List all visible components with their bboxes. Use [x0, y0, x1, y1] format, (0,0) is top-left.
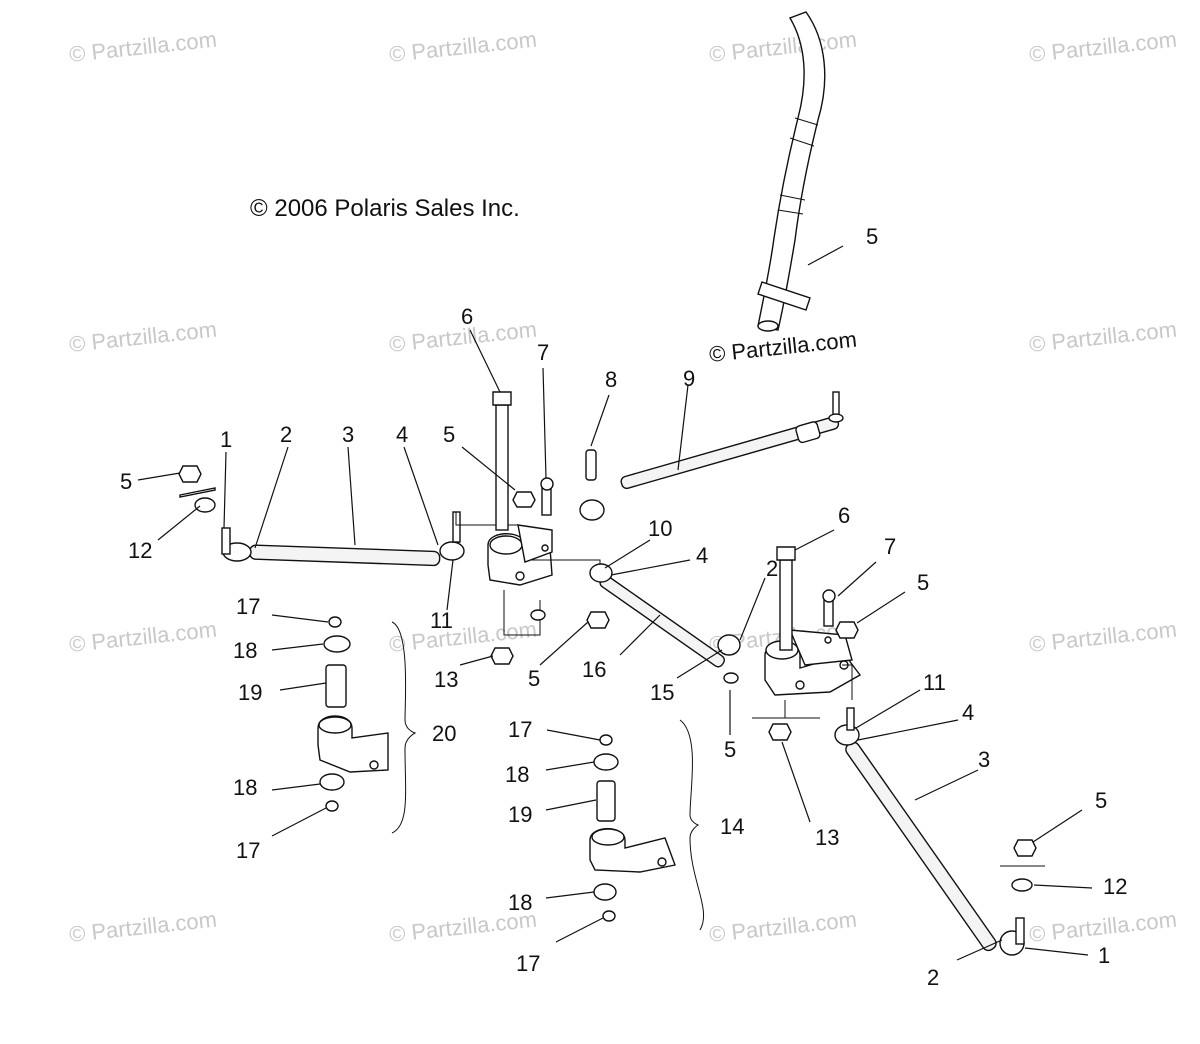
watermark-dark: © Partzilla.com [708, 327, 858, 367]
callout-17: 17 [236, 838, 260, 863]
callout-4: 4 [962, 700, 974, 725]
watermark: © Partzilla.com [1028, 317, 1178, 357]
watermark: © Partzilla.com [388, 27, 538, 67]
callout-2: 2 [766, 556, 778, 581]
callout-13: 13 [815, 825, 839, 850]
callout-11: 11 [430, 608, 453, 633]
callout-6: 6 [461, 304, 473, 329]
watermark: © Partzilla.com [68, 317, 218, 357]
callout-10: 10 [648, 516, 672, 541]
callout-7: 7 [884, 534, 896, 559]
callout-19: 19 [238, 680, 262, 705]
callout-17: 17 [236, 594, 260, 619]
watermark: © Partzilla.com [1028, 617, 1178, 657]
watermark: © Partzilla.com [68, 907, 218, 947]
callout-1: 1 [1098, 943, 1110, 968]
callout-19: 19 [508, 802, 532, 827]
callout-18: 18 [508, 890, 532, 915]
callout-4: 4 [396, 422, 408, 447]
callout-18: 18 [505, 762, 529, 787]
callout-12: 12 [1103, 874, 1127, 899]
callout-5: 5 [120, 469, 132, 494]
center-rod [589, 563, 741, 684]
callout-16: 16 [582, 657, 606, 682]
watermark: © Partzilla.com [68, 617, 218, 657]
watermark: © Partzilla.com [1028, 27, 1178, 67]
watermark: © Partzilla.com [708, 907, 858, 947]
right-tie-rod [834, 707, 1045, 956]
left-tie-rod [221, 511, 520, 567]
callout-5: 5 [724, 737, 736, 762]
callout-8: 8 [605, 367, 617, 392]
callout-12: 12 [128, 538, 152, 563]
callout-18: 18 [233, 638, 257, 663]
callout-15: 15 [650, 680, 674, 705]
right-idler-bracket [752, 546, 862, 741]
callout-3: 3 [978, 747, 990, 772]
watermark: © Partzilla.com [68, 27, 218, 67]
callout-6: 6 [838, 503, 850, 528]
pivot-assembly-center [589, 719, 705, 931]
drag-link [579, 391, 844, 521]
callout-5: 5 [917, 570, 929, 595]
callout-3: 3 [342, 422, 354, 447]
watermark: © Partzilla.com [1028, 907, 1178, 947]
watermark: © Partzilla.com [708, 27, 858, 67]
callout-11: 11 [923, 670, 946, 695]
copyright-text: © 2006 Polaris Sales Inc. [250, 195, 520, 222]
callout-7: 7 [537, 340, 549, 365]
callout-2: 2 [280, 422, 292, 447]
callout-17: 17 [508, 717, 532, 742]
callout-9: 9 [683, 366, 695, 391]
left-idler-bracket [487, 391, 610, 665]
callout-17: 17 [516, 951, 540, 976]
callout-5: 5 [443, 422, 455, 447]
callout-18: 18 [233, 775, 257, 800]
callout-2: 2 [927, 965, 939, 990]
callout-14: 14 [720, 814, 744, 839]
callout-20: 20 [432, 721, 456, 746]
callout-5: 5 [866, 224, 878, 249]
watermark: © Partzilla.com [388, 617, 538, 657]
callout-5: 5 [528, 666, 540, 691]
steering-column [757, 11, 826, 332]
callout-4: 4 [696, 543, 708, 568]
callout-13: 13 [434, 667, 458, 692]
leader-lines [137, 245, 1093, 961]
pivot-assembly-left [178, 465, 417, 834]
callout-5: 5 [1095, 788, 1107, 813]
callout-1: 1 [220, 427, 232, 452]
callout-labels: 1 2 3 4 5 12 11 6 7 8 9 5 5 10 4 2 6 7 5… [120, 224, 1127, 990]
